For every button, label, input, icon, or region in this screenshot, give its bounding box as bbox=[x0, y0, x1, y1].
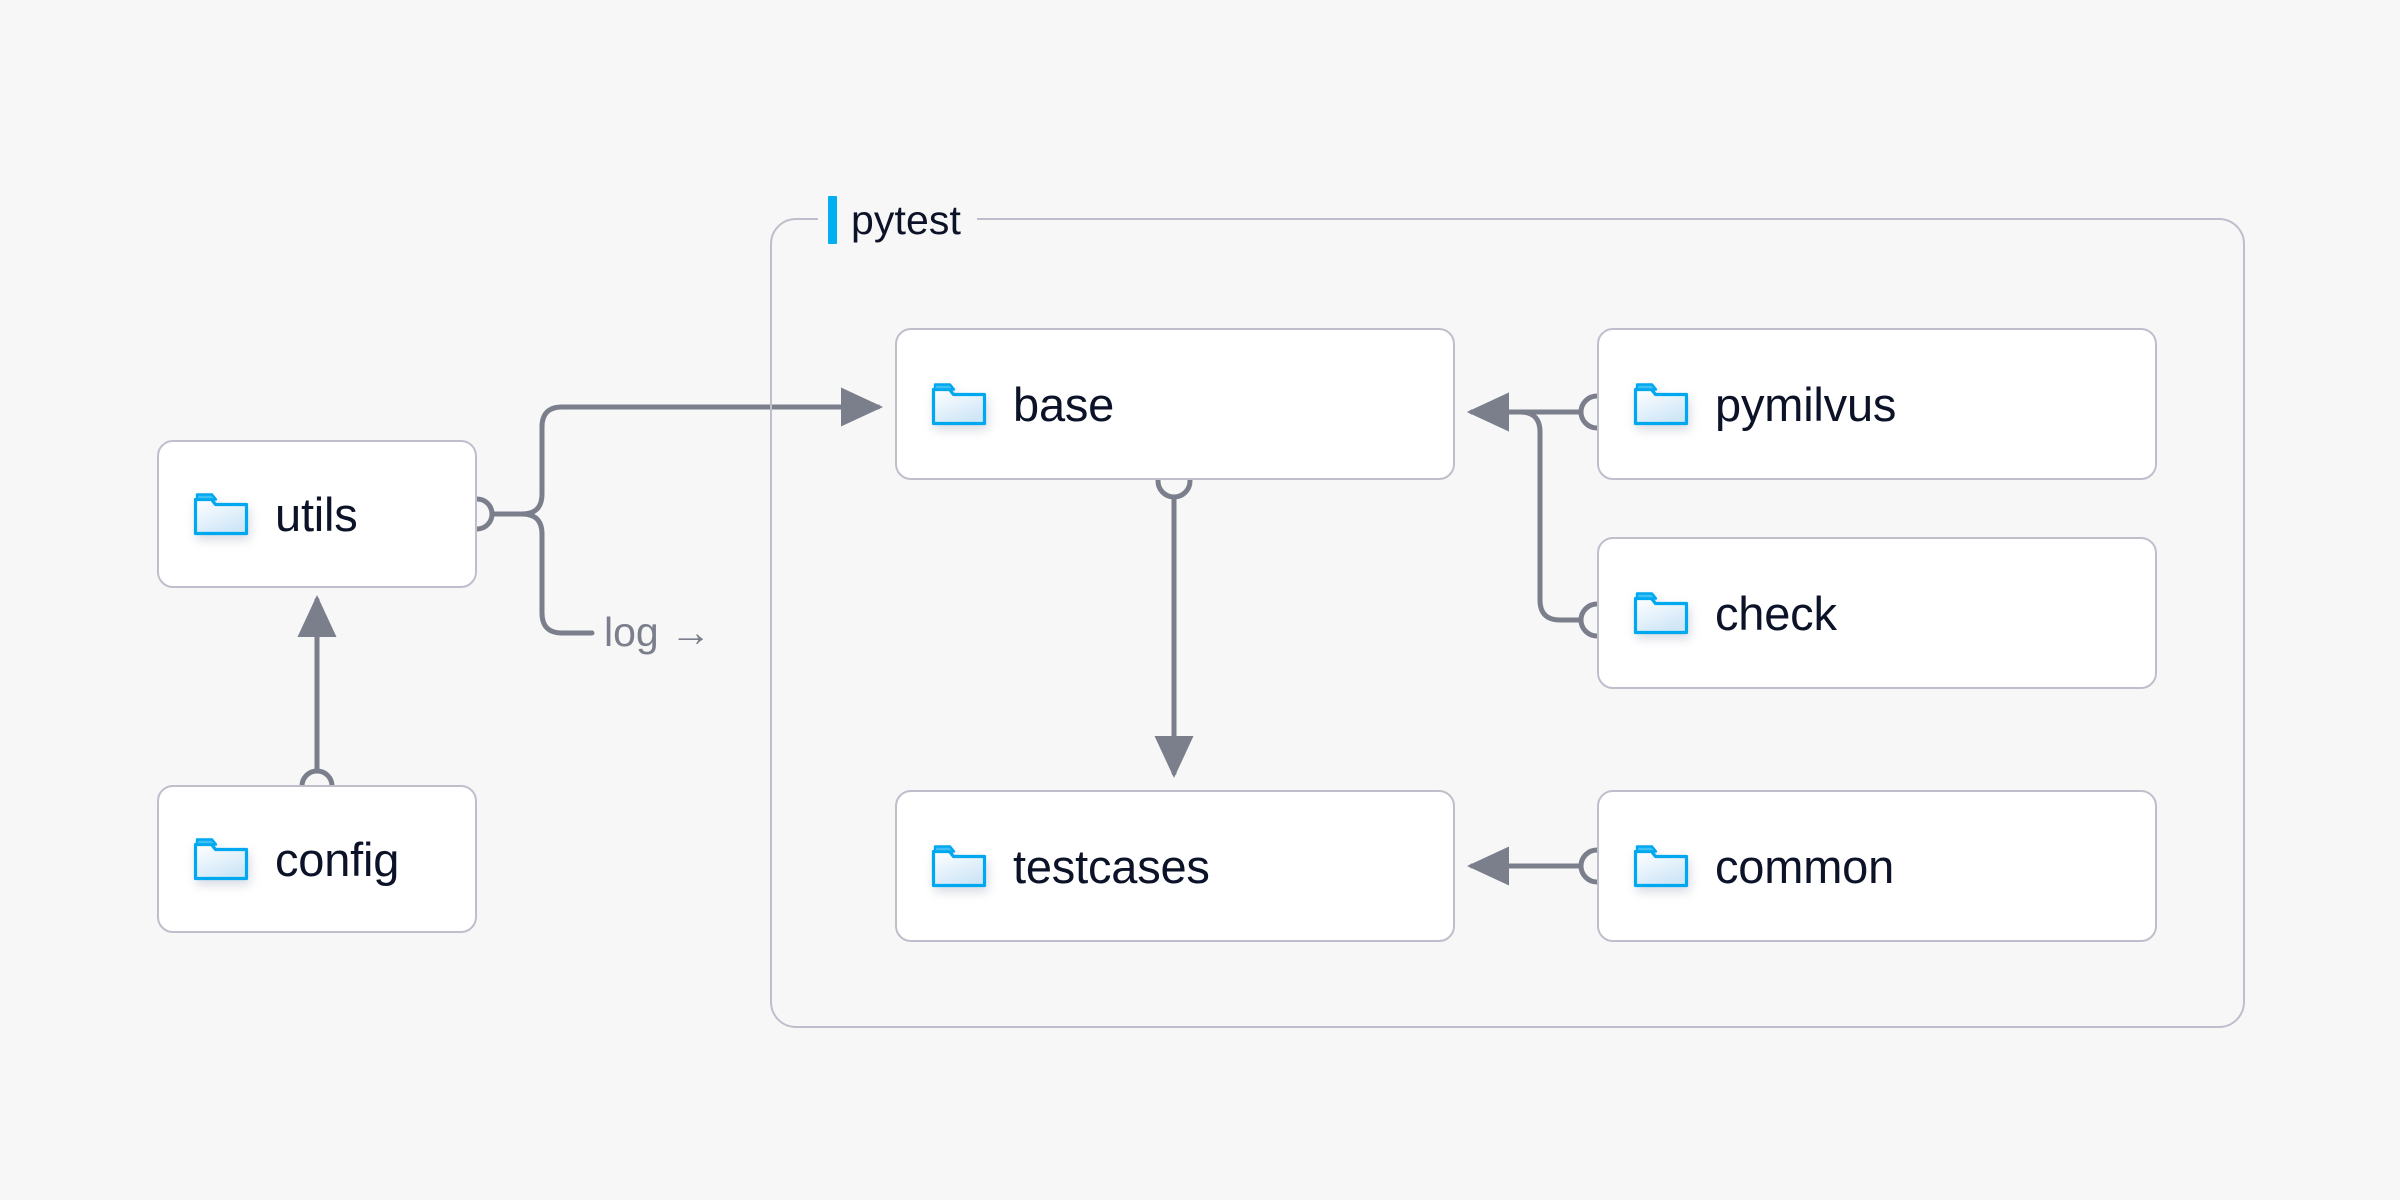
node-base[interactable]: base bbox=[895, 328, 1455, 480]
folder-icon bbox=[1633, 381, 1689, 427]
node-label: base bbox=[1013, 377, 1115, 431]
folder-icon bbox=[193, 836, 249, 882]
node-label: common bbox=[1715, 839, 1895, 893]
node-utils[interactable]: utils bbox=[157, 440, 477, 588]
group-label-pytest: pytest bbox=[818, 193, 977, 247]
edge-label-log-text: log bbox=[604, 609, 659, 655]
group-container-pytest[interactable] bbox=[770, 218, 2245, 1028]
node-check[interactable]: check bbox=[1597, 537, 2157, 689]
edge-utils-log bbox=[489, 511, 595, 636]
node-label: check bbox=[1715, 586, 1837, 640]
folder-icon bbox=[931, 843, 987, 889]
node-label: pymilvus bbox=[1715, 377, 1897, 431]
node-testcases[interactable]: testcases bbox=[895, 790, 1455, 942]
node-label: config bbox=[275, 832, 400, 886]
folder-icon bbox=[1633, 843, 1689, 889]
folder-icon bbox=[931, 381, 987, 427]
node-common[interactable]: common bbox=[1597, 790, 2157, 942]
arrow-right-icon: → bbox=[670, 609, 712, 655]
folder-icon bbox=[1633, 590, 1689, 636]
node-pymilvus[interactable]: pymilvus bbox=[1597, 328, 2157, 480]
folder-icon bbox=[193, 491, 249, 537]
node-label: testcases bbox=[1013, 839, 1210, 893]
edge-check-base bbox=[1467, 392, 1583, 623]
group-accent-bar bbox=[828, 196, 837, 244]
group-label-text: pytest bbox=[851, 196, 961, 243]
edge-label-log: log → bbox=[598, 609, 718, 655]
node-config[interactable]: config bbox=[157, 785, 477, 933]
node-label: utils bbox=[275, 487, 358, 541]
